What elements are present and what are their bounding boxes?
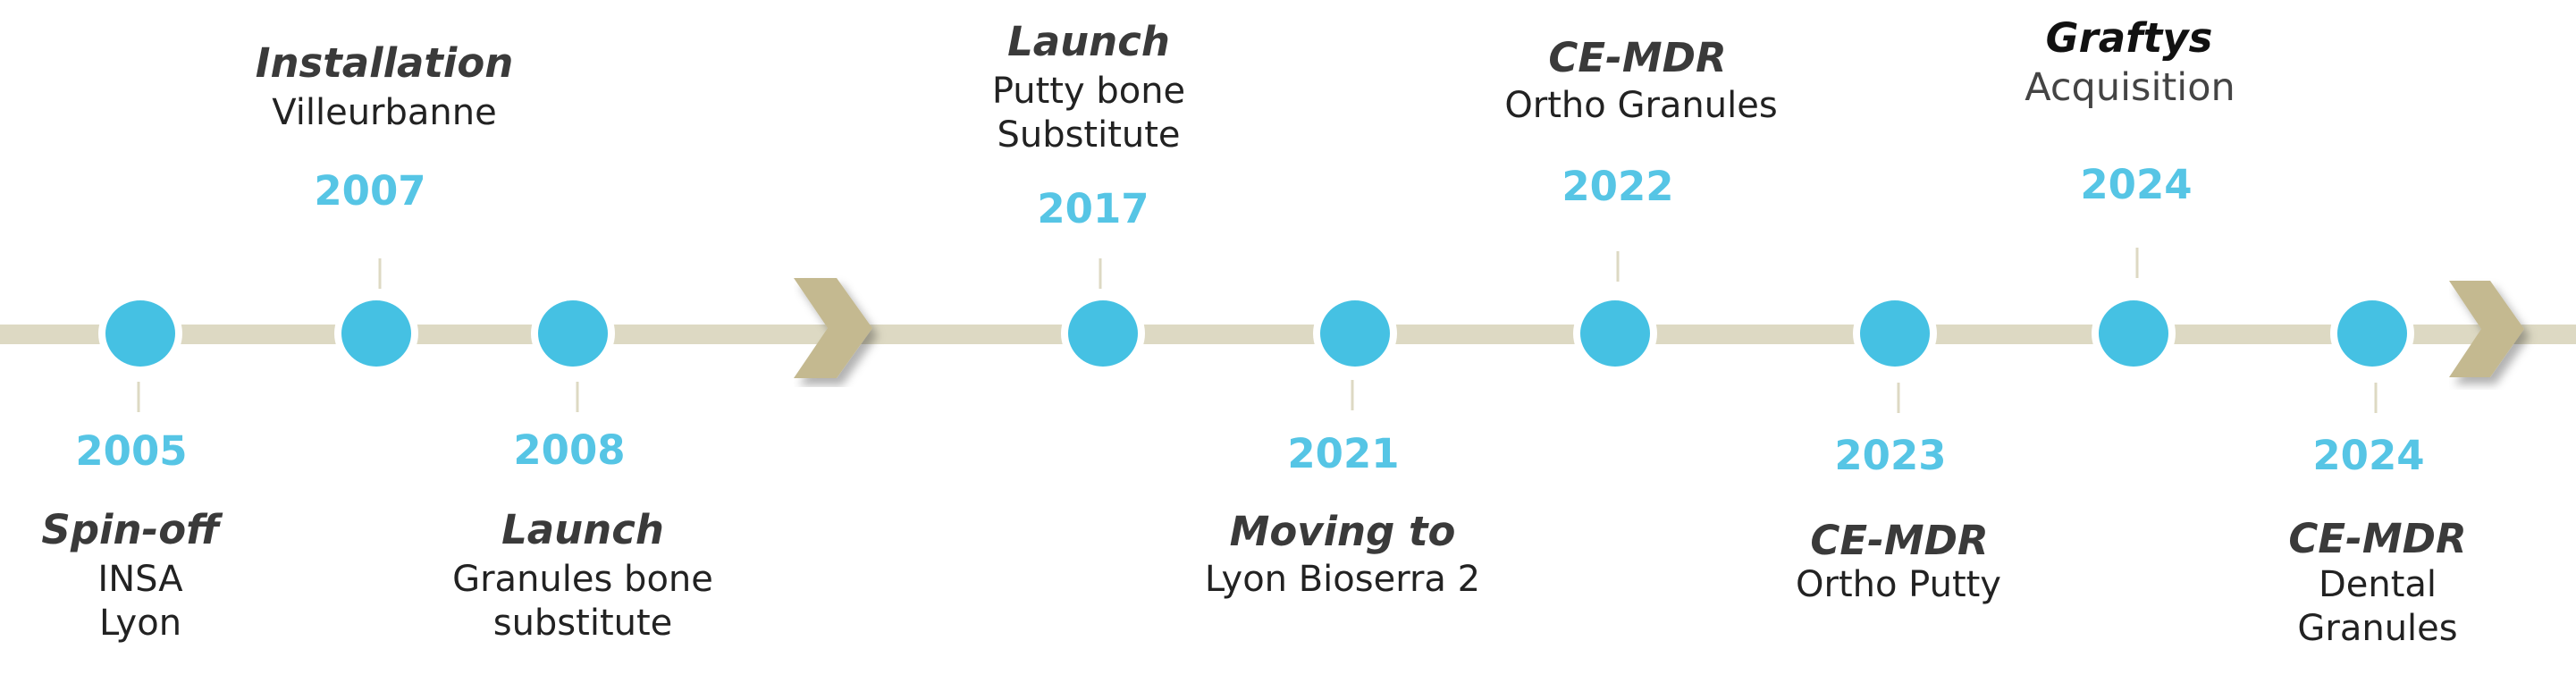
chevron-arrow-icon xyxy=(2449,281,2524,377)
event-description: Acquisition xyxy=(2025,66,2235,110)
event-description-line: Granules xyxy=(2297,608,2458,649)
timeline-dot xyxy=(2337,300,2407,367)
event-title: CE-MDR xyxy=(2288,515,2467,562)
event-description-line: Lyon xyxy=(98,603,182,644)
event-year: 2024 xyxy=(2312,432,2425,479)
event-year: 2007 xyxy=(314,167,426,215)
event-year: 2023 xyxy=(1834,432,1947,479)
timeline-tick xyxy=(137,382,140,412)
timeline-dot xyxy=(2099,300,2168,367)
timeline-tick xyxy=(1616,251,1620,282)
event-year: 2022 xyxy=(1562,163,1674,210)
event-description-line: Substitute xyxy=(997,114,1181,156)
event-description-line: Villeurbanne xyxy=(272,92,497,133)
event-description: Villeurbanne xyxy=(272,91,496,135)
timeline-tick xyxy=(2135,248,2139,278)
timeline-dot xyxy=(1860,300,1930,367)
timeline-tick xyxy=(378,258,382,289)
event-title: Launch xyxy=(1007,18,1170,65)
event-description: INSA Lyon xyxy=(97,558,182,645)
event-description: Ortho Granules xyxy=(1504,84,1777,128)
event-year: 2021 xyxy=(1287,430,1400,477)
timeline-dot xyxy=(105,300,175,367)
event-description-line: Granules bone xyxy=(452,559,713,600)
event-description: Dental Granules xyxy=(2297,563,2457,651)
timeline-dot xyxy=(1320,300,1390,367)
event-title: Launch xyxy=(501,506,664,553)
event-description: Granules bone substitute xyxy=(452,558,713,645)
event-title: Graftys xyxy=(2045,14,2213,62)
event-description: Ortho Putty xyxy=(1796,563,2001,607)
timeline-tick xyxy=(1351,380,1354,410)
timeline-dot xyxy=(1580,300,1650,367)
event-year: 2017 xyxy=(1037,185,1149,232)
timeline-dot xyxy=(538,300,608,367)
event-description: Putty bone Substitute xyxy=(992,70,1185,157)
event-year: 2005 xyxy=(75,427,188,475)
event-description-line: Ortho Granules xyxy=(1504,85,1778,126)
event-year: 2024 xyxy=(2080,161,2193,208)
event-description-line: Ortho Putty xyxy=(1796,564,2001,605)
event-description-line: Dental xyxy=(2318,564,2437,605)
event-description-line: Putty bone xyxy=(991,71,1186,112)
timeline-line xyxy=(0,325,2576,344)
timeline-tick xyxy=(2374,383,2378,413)
event-description-line: Lyon Bioserra 2 xyxy=(1204,559,1481,600)
timeline-tick xyxy=(576,382,579,412)
timeline-tick xyxy=(1897,383,1900,413)
event-description-line: substitute xyxy=(492,603,673,644)
timeline-tick xyxy=(1099,258,1102,289)
event-title: CE-MDR xyxy=(1548,34,1727,81)
event-title: CE-MDR xyxy=(1810,517,1989,564)
event-description: Lyon Bioserra 2 xyxy=(1205,558,1480,602)
event-description-line: Acquisition xyxy=(2025,65,2235,110)
event-title: Moving to xyxy=(1229,508,1456,555)
event-title: Installation xyxy=(255,39,514,87)
timeline-dot xyxy=(1068,300,1138,367)
chevron-arrow-icon xyxy=(794,278,872,378)
event-title: Spin-off xyxy=(41,506,220,553)
event-description-line: INSA xyxy=(97,559,183,600)
event-year: 2008 xyxy=(513,426,626,474)
timeline-dot xyxy=(341,300,411,367)
